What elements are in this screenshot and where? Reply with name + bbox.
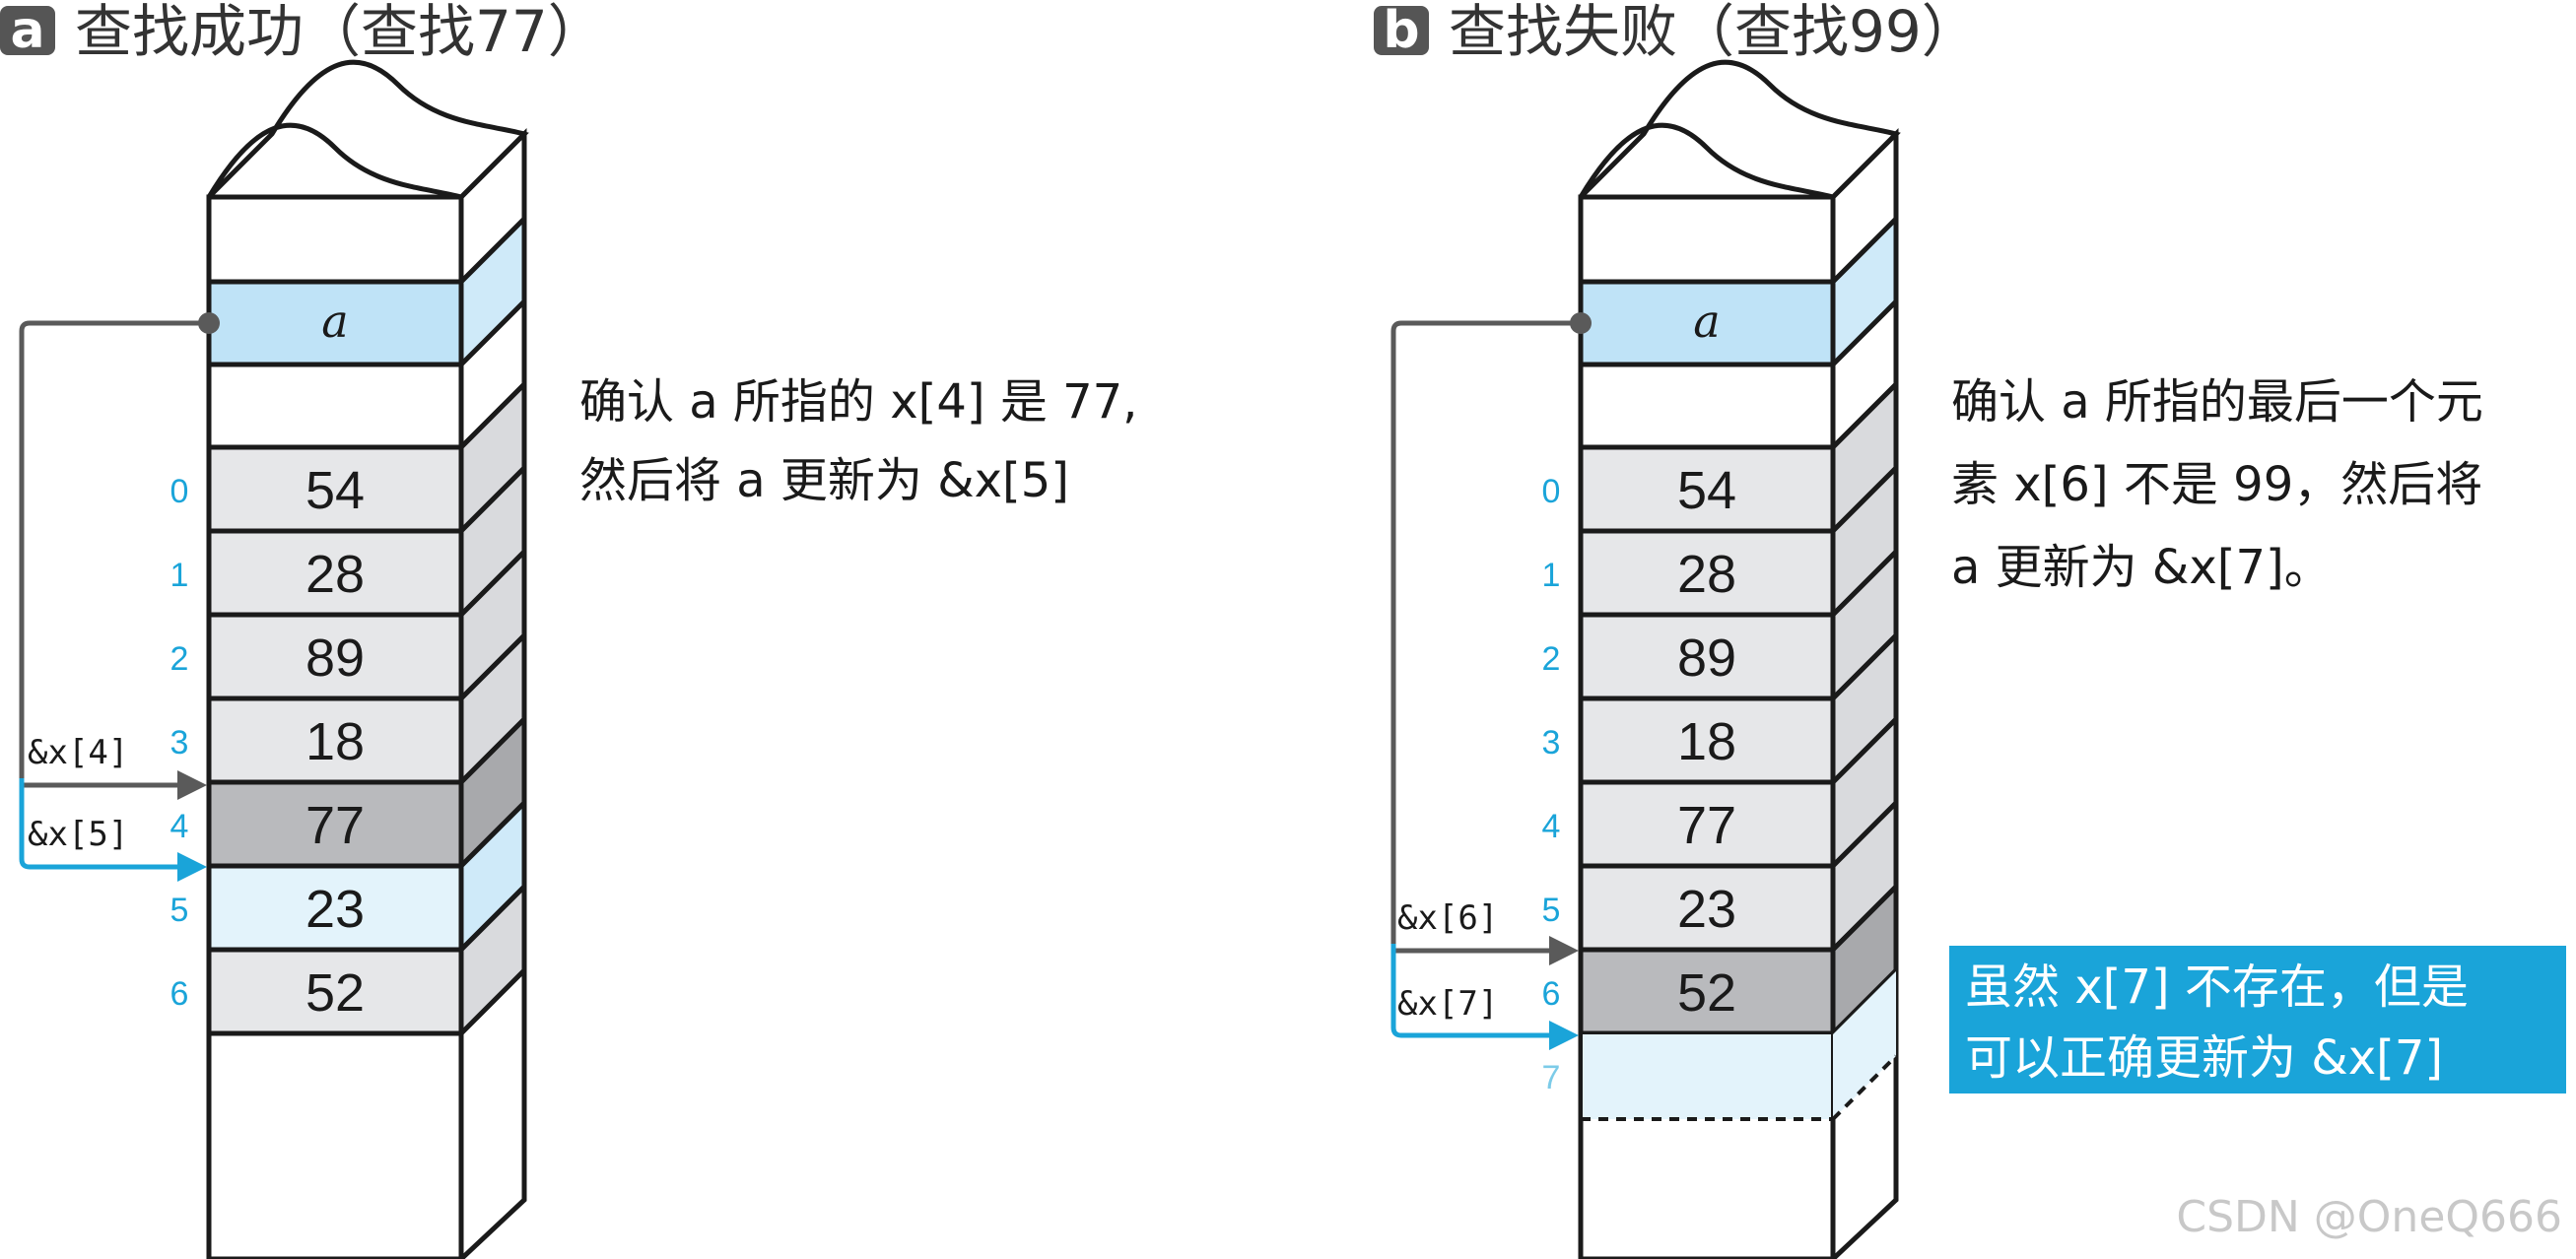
array-cell-value: 18 [1677, 712, 1736, 771]
array-cell [1578, 612, 1836, 701]
array-cell [1578, 863, 1836, 953]
watermark: CSDN @OneQ666 [2176, 1192, 2562, 1242]
array-cell-value: 52 [305, 963, 365, 1023]
array-cell-value: 18 [305, 712, 365, 771]
array-cell [1578, 528, 1836, 618]
panel-a-label: a [10, 1, 44, 60]
array-index-label: 1 [170, 557, 189, 594]
empty-cell-b [1578, 362, 1836, 450]
virtual-cell-x7-side [1833, 971, 1896, 1119]
array-index-label: 0 [1542, 473, 1561, 510]
array-cell [1578, 779, 1836, 869]
array-index-label: 3 [170, 724, 189, 762]
panel-a-label-box [0, 6, 55, 55]
callout-b: 虽然 x[7] 不存在，但是 可以正确更新为 &x[7] [1949, 946, 2566, 1093]
array-cell [206, 612, 464, 701]
array-index-label: 4 [170, 808, 189, 845]
pointer-cell-a-side [458, 212, 527, 371]
arrow-blue-a [19, 778, 191, 870]
column-b-top [1578, 59, 1901, 200]
arrow-blue-b-head [1549, 1021, 1579, 1050]
callout-b-line-2: 可以正确更新为 &x[7] [1965, 1030, 2443, 1086]
array-cell-value: 77 [1677, 796, 1736, 855]
array-index-label: 1 [1542, 557, 1561, 594]
arrow-gray-b [1390, 320, 1581, 954]
arrow-blue-b-label: &x[7] [1397, 984, 1498, 1024]
note-b-line-1: 确认 a 所指的最后一个元 [1951, 374, 2483, 430]
note-a: 确认 a 所指的 x[4] 是 77, 然后将 a 更新为 &x[5] [579, 374, 1137, 508]
virtual-cell-x7 [1583, 1034, 1831, 1119]
array-cell-value: 89 [305, 629, 365, 688]
pointer-variable-b: a [1693, 295, 1720, 348]
array-cell [206, 779, 464, 869]
array-index-label: 6 [170, 975, 189, 1013]
array-cell-value: 89 [1677, 629, 1736, 688]
callout-b-line-1: 虽然 x[7] 不存在，但是 [1965, 960, 2469, 1015]
note-b-line-3: a 更新为 &x[7]。 [1951, 540, 2332, 595]
array-cell-value: 77 [305, 796, 365, 855]
note-a-line-2: 然后将 a 更新为 &x[5] [579, 453, 1069, 508]
column-a-top [206, 59, 529, 200]
array-cell [206, 947, 464, 1036]
note-a-line-1: 确认 a 所指的 x[4] 是 77, [579, 374, 1137, 430]
array-index-label: 5 [1542, 892, 1561, 929]
array-index-label: 3 [1542, 724, 1561, 762]
arrow-gray-a [19, 320, 209, 788]
array-index-label: 7 [1542, 1059, 1561, 1096]
array-cell [1578, 444, 1836, 534]
arrow-gray-a-label: &x[4] [28, 733, 128, 772]
array-cell [206, 528, 464, 618]
arrow-blue-a-head [177, 852, 207, 882]
pointer-variable-a: a [321, 295, 348, 348]
array-index-label: 6 [1542, 975, 1561, 1013]
pointer-cell-b-side [1830, 212, 1899, 371]
array-cell [1578, 947, 1836, 1036]
array-cell [1578, 696, 1836, 785]
array-cell-value: 54 [1677, 461, 1736, 520]
arrow-gray-b-head [1549, 936, 1579, 965]
array-cell-value: 28 [305, 545, 365, 604]
array-cell-value: 23 [305, 880, 365, 939]
array-cell-value: 28 [1677, 545, 1736, 604]
array-index-label: 5 [170, 892, 189, 929]
callout-b-box [1949, 946, 2566, 1093]
array-index-label: 0 [170, 473, 189, 510]
array-cell-value: 23 [1677, 880, 1736, 939]
array-index-label: 2 [1542, 640, 1561, 678]
empty-cell-a [206, 362, 464, 450]
arrow-gray-a-head [177, 770, 207, 800]
array-cell-value: 54 [305, 461, 365, 520]
arrow-blue-a-label: &x[5] [28, 815, 128, 854]
virtual-cell-x7-side-edge [1831, 1054, 1898, 1121]
arrows-a: &x[4] &x[5] [19, 312, 220, 882]
arrows-b: &x[6] &x[7] [1390, 312, 1592, 1050]
panel-b-label: b [1383, 1, 1419, 60]
array-index-label: 2 [170, 640, 189, 678]
panel-a-title: 查找成功（查找77） [75, 0, 605, 65]
note-b-line-2: 素 x[6] 不是 99，然后将 [1951, 457, 2482, 512]
panel-b-title: 查找失败（查找99） [1449, 0, 1979, 65]
note-b: 确认 a 所指的最后一个元 素 x[6] 不是 99，然后将 a 更新为 &x[… [1951, 374, 2483, 595]
array-cell-value: 52 [1677, 963, 1736, 1023]
arrow-blue-b [1390, 944, 1563, 1038]
array-index-label: 4 [1542, 808, 1561, 845]
arrow-gray-b-label: &x[6] [1397, 898, 1498, 938]
panel-b-label-box [1374, 6, 1429, 55]
